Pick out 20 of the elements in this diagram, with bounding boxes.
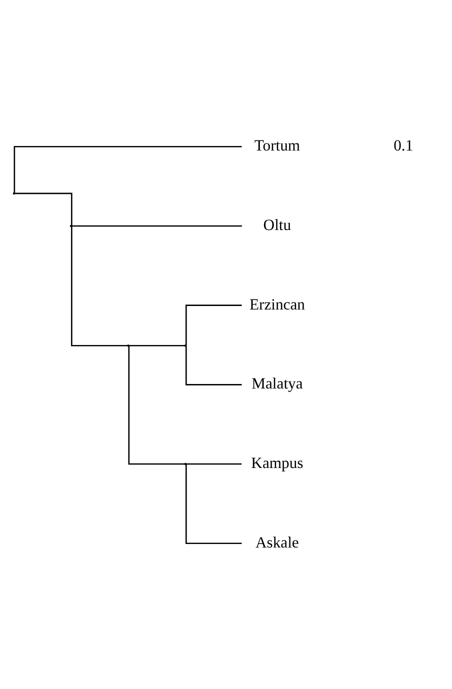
node-text: Askale bbox=[256, 534, 299, 551]
node-text: Kampus bbox=[251, 454, 304, 472]
connector bbox=[14, 192, 72, 226]
connector bbox=[186, 462, 242, 464]
label: 0.1 bbox=[394, 137, 414, 154]
connector bbox=[128, 345, 185, 464]
connector bbox=[128, 344, 185, 346]
connector bbox=[71, 226, 128, 346]
connector bbox=[185, 464, 242, 544]
node-point bbox=[184, 344, 187, 346]
node-text: Erzincan bbox=[249, 296, 305, 313]
connector bbox=[72, 224, 242, 226]
node-point bbox=[127, 344, 130, 346]
node-point bbox=[184, 462, 187, 465]
node-point bbox=[12, 192, 16, 194]
node-point bbox=[70, 224, 72, 227]
connector bbox=[14, 145, 242, 193]
node-text: Oltu bbox=[263, 216, 292, 234]
node-text: Tortum bbox=[254, 137, 300, 154]
node-text: Malatya bbox=[252, 375, 303, 392]
